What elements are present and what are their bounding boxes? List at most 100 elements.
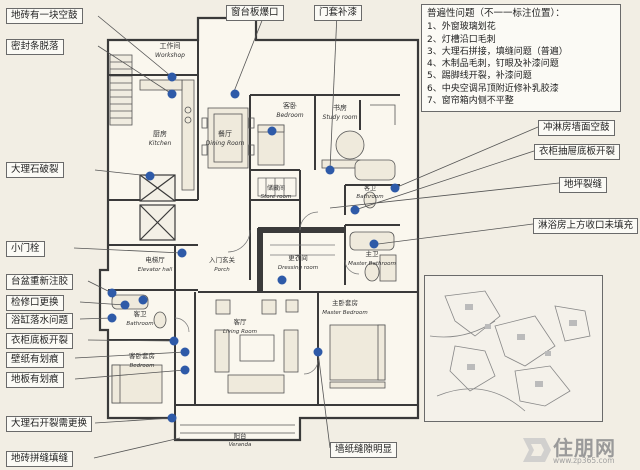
marker-drawer bbox=[350, 205, 360, 215]
legend-item: 2、灯槽沿口毛刺 bbox=[427, 34, 496, 45]
marker-marble-crack bbox=[145, 171, 155, 181]
marker-small-door bbox=[177, 248, 187, 258]
legend-title: 普遍性问题（不一一标注位置）： bbox=[427, 8, 565, 19]
room-porch: 入门玄关 bbox=[209, 255, 236, 264]
site-plan-inset bbox=[424, 275, 603, 422]
room-study: 书房 bbox=[333, 103, 347, 112]
room-master: 主卧套房 bbox=[332, 298, 358, 307]
room-workshop-en: Workshop bbox=[155, 52, 185, 59]
room-elevator-en: Elevator hall bbox=[138, 267, 173, 273]
legend-item: 7、窗帘箱内侧不平整 bbox=[427, 96, 514, 107]
marker-window-sill bbox=[230, 89, 240, 99]
marker-wallpaper bbox=[180, 347, 190, 357]
master-bed bbox=[329, 324, 386, 389]
room-bath2-en: Bathroom bbox=[356, 194, 383, 200]
room-guest-en: Bedroom bbox=[276, 112, 303, 119]
storage-shelves bbox=[257, 177, 297, 197]
room-living: 客厅 bbox=[234, 317, 248, 326]
room-veranda: 阳台 bbox=[234, 431, 247, 440]
legend-item: 5、踢脚线开裂，补漆问题 bbox=[427, 71, 532, 82]
room-storage-en: Store room bbox=[261, 194, 292, 200]
label-door-paint: 门套补漆 bbox=[314, 5, 363, 21]
general-issues-legend: 普遍性问题（不一一标注位置）： 1、外窗玻璃划花 2、灯槽沿口毛刺 3、大理石拼… bbox=[421, 4, 621, 112]
label-wall-seam: 墙纸缝隙明显 bbox=[330, 442, 398, 458]
living-furniture bbox=[214, 299, 299, 394]
room-bath3-en: Bathroom bbox=[126, 321, 153, 327]
label-marble-crack: 大理石破裂 bbox=[6, 162, 64, 178]
bedroom3-bed bbox=[111, 364, 163, 404]
dressing-room-walls bbox=[258, 228, 344, 292]
problem-markers bbox=[107, 72, 400, 423]
label-shower-ceiling: 淋浴房上方收口未填充 bbox=[533, 218, 639, 234]
room-bath2: 客卫 bbox=[364, 184, 376, 192]
room-storage: 储藏间 bbox=[267, 184, 285, 192]
marker-bath-2 bbox=[138, 295, 148, 305]
label-wallpaper-scratch: 壁纸有划痕 bbox=[6, 352, 64, 368]
room-workshop: 工作间 bbox=[160, 41, 181, 50]
label-tile-grout: 地砖拼缝填缝 bbox=[6, 451, 74, 467]
room-dressing: 更衣间 bbox=[288, 253, 308, 262]
room-bath3: 客卫 bbox=[134, 309, 148, 318]
marker-counter-glue bbox=[107, 288, 117, 298]
marker-wall-seam bbox=[313, 347, 323, 357]
site-plan-drawing bbox=[429, 290, 591, 412]
legend-item: 4、木制品毛刺，钉眼及补漆问题 bbox=[427, 59, 559, 70]
watermark-url: www.zp365.com bbox=[553, 456, 615, 465]
marker-shower-wall bbox=[390, 183, 400, 193]
logo-icon bbox=[523, 438, 551, 462]
dining-table bbox=[201, 107, 255, 169]
label-small-door-pin: 小门栓 bbox=[6, 241, 45, 257]
label-shower-wall-hollow: 冲淋房墙面空鼓 bbox=[538, 120, 615, 136]
room-bedroom3: 客卧套房 bbox=[129, 351, 155, 360]
room-master-en: Master Bedroom bbox=[322, 310, 368, 316]
label-cabinet-drawer-crack: 衣柜抽屉底板开裂 bbox=[534, 144, 621, 160]
kitchen-counter bbox=[139, 79, 195, 191]
room-porch-en: Porch bbox=[214, 267, 230, 273]
label-seal-strip: 密封条脱落 bbox=[6, 39, 64, 55]
room-kitchen: 厨房 bbox=[153, 129, 167, 138]
leader-lines bbox=[73, 12, 560, 459]
label-bathtub-drain: 浴缸落水问题 bbox=[6, 313, 74, 329]
label-cabinet-base-crack: 衣柜底板开裂 bbox=[6, 333, 74, 349]
door-swings bbox=[174, 211, 360, 375]
label-window-sill-bump: 窗台板爆口 bbox=[226, 5, 284, 21]
marker-marble-replace bbox=[167, 413, 177, 423]
marker-tile-hollow bbox=[167, 72, 177, 82]
room-master-bath: 主卫 bbox=[366, 249, 380, 258]
room-elevator: 电梯厅 bbox=[145, 255, 165, 264]
legend-item: 6、中央空调吊顶附近修补乳胶漆 bbox=[427, 83, 559, 94]
veranda-railing bbox=[180, 424, 295, 434]
elevator-shafts bbox=[139, 174, 176, 241]
room-dining-en: Dining Room bbox=[206, 140, 245, 147]
label-tile-hollow: 地砖有一块空鼓 bbox=[6, 8, 83, 24]
label-floor-crack: 地坪裂缝 bbox=[559, 177, 608, 193]
legend-item: 3、大理石拼接，填缝问题（普遍） bbox=[427, 46, 568, 57]
room-living-en: Living Room bbox=[223, 329, 257, 335]
legend-item: 1、外窗玻璃划花 bbox=[427, 22, 496, 33]
marker-bathtub bbox=[107, 313, 117, 323]
label-counter-glue: 台盆重新注胶 bbox=[6, 274, 74, 290]
marker-guest-1 bbox=[267, 126, 277, 136]
label-access-panel: 检修口更换 bbox=[6, 295, 64, 311]
stair bbox=[109, 54, 133, 126]
marker-shower-ceiling bbox=[369, 239, 379, 249]
label-marble-crack-replace: 大理石开裂需更换 bbox=[6, 416, 93, 432]
room-kitchen-en: Kitchen bbox=[149, 140, 172, 147]
room-guest: 客卧 bbox=[283, 101, 297, 110]
room-dressing-en: Dressing room bbox=[278, 265, 318, 271]
room-master-bath-en: Master Bathroom bbox=[348, 261, 396, 267]
watermark-text: 住朋网 bbox=[553, 436, 616, 460]
room-study-en: Study room bbox=[323, 114, 358, 121]
room-dining: 餐厅 bbox=[218, 129, 232, 138]
marker-access-panel bbox=[120, 300, 130, 310]
marker-dressing bbox=[277, 275, 287, 285]
marker-cabinet bbox=[169, 336, 179, 346]
marker-floor bbox=[180, 365, 190, 375]
room-bedroom3-en: Bedroom bbox=[130, 363, 155, 369]
room-veranda-en: Veranda bbox=[229, 442, 252, 448]
marker-seal-strip bbox=[167, 89, 177, 99]
marker-door-paint bbox=[325, 165, 335, 175]
label-floor-scratch: 地板有划痕 bbox=[6, 372, 64, 388]
